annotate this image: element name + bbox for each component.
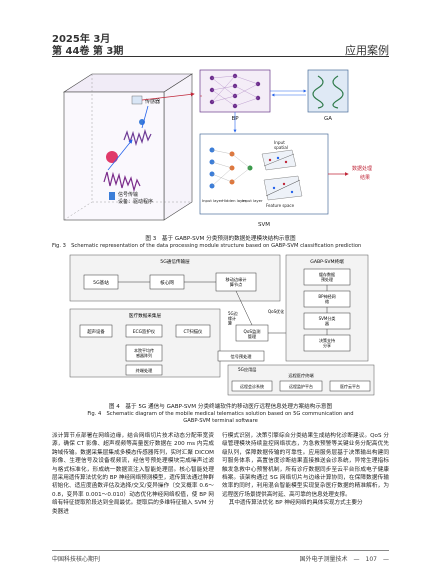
body-column-right: 行模式识别，决策引擎综合分类结果生成结构化诊断建议。QoS 分级管理模块持续监控… xyxy=(222,432,389,508)
ga-label: GA xyxy=(324,116,332,122)
qos-label: QoS监测管理 xyxy=(244,328,261,340)
device-icon xyxy=(109,192,115,200)
edge-label: 5G边缘计算 xyxy=(228,310,238,326)
input-layer-label: Input layer xyxy=(202,198,223,203)
figure-4-caption-en-1: Fig. 4 Schematic diagram of the mobile m… xyxy=(87,411,354,417)
input-layer-2-label: Input layer xyxy=(242,198,263,203)
cloud-platform-label: 医疗云平台 xyxy=(340,383,360,389)
transmitter-label: 传感器 xyxy=(145,98,160,105)
section-title: 应用案例 xyxy=(345,44,389,57)
footer-journal-tag: 中国科技核心期刊 xyxy=(52,556,101,563)
sensor-array-box xyxy=(125,344,163,362)
terminal-label: 终端处理 xyxy=(136,367,154,374)
signal-preproc-box xyxy=(217,350,265,362)
figure-4-caption-en-2: GABP-SVM terminal software xyxy=(183,418,258,424)
clinic-layer-label: 医疗数据采集层 xyxy=(129,312,162,319)
app-layer-label: 5G应用层 xyxy=(238,366,256,373)
transmitter-icon xyxy=(131,95,143,105)
signal-preproc-label: 信号预处理 xyxy=(231,353,253,360)
sensor-array-label: 本院平均传感器阵列 xyxy=(134,347,154,358)
body-column-left: 派计算节点部署在网络边缘，结合网络切片技术动态分配带宽资源，确保 CT 影像、超… xyxy=(52,432,214,516)
ct-box xyxy=(175,324,211,338)
station-label: 5G基站 xyxy=(93,279,109,286)
feature-space-label: Feature space xyxy=(266,203,295,208)
result-label-2: 结果 xyxy=(360,174,370,181)
qos-opt-label: QoS优化 xyxy=(268,308,284,314)
figure-3-caption-en: Fig. 3 Schematic representation of the d… xyxy=(52,243,362,249)
remote-consult-box xyxy=(231,380,273,392)
signal-label: 信号传输 xyxy=(118,191,138,198)
emergency-label: 远程监护平台 xyxy=(289,383,313,389)
body-paragraph-right-2: 其中遗传算法优化 BP 神经网络的具体实现方式主要分 xyxy=(228,500,363,507)
figure-4-caption-zh: 图 4 基于 5G 通信与 GABP-SVM 分类终端软件的移动医疗远程信息处理… xyxy=(108,404,333,410)
result-label: 数据处理 xyxy=(352,165,372,172)
signal-label-2: 设备：驱动程序 xyxy=(118,198,153,205)
svm-terminal-label: GABP-SVM终端 xyxy=(310,258,344,265)
core-label: 核心网 xyxy=(160,279,174,286)
figure-4-diagram: 5G通信传输层 5G基站 核心网 移动边缘计算节点 医疗数据采集层 超声设备 E… xyxy=(69,254,375,396)
input-spatial-plot xyxy=(261,149,297,171)
cloud-platform-box xyxy=(329,380,371,392)
feature-space-plot xyxy=(263,175,303,201)
header-rule xyxy=(52,56,389,57)
footer-page-info: 国外电子测量技术 — 107 — xyxy=(299,556,389,563)
body-paragraph-left: 派计算节点部署在网络边缘，结合网络切片技术动态分配带宽资源，确保 CT 影像、超… xyxy=(52,433,214,515)
sensor-cube xyxy=(62,73,194,221)
svm-label: SVM xyxy=(258,222,270,228)
app-terminal-label: 远程医疗终端 xyxy=(288,372,313,379)
bp-fusion-label: BP神经网络 xyxy=(318,293,335,304)
footer-rule xyxy=(52,550,389,551)
figure-3-caption-zh: 图 3 基于 GABP-SVM 分类预测的数据处理模块结构示意图 xyxy=(145,236,296,242)
svm-network xyxy=(209,147,253,189)
hidden-layer-label: Hidden layer xyxy=(222,198,247,203)
emergency-box xyxy=(279,380,323,392)
figure-3-diagram: 传感器 信号传输 设备：驱动程序 BP GA Input layer Hidde… xyxy=(62,69,372,228)
ultrasound-box xyxy=(79,324,113,338)
mobile-edge-label: 移动边缘计算节点 xyxy=(226,276,247,288)
ecg-box xyxy=(125,324,163,338)
ecg-label: ECG监护仪 xyxy=(133,328,156,335)
svm-classifier-label: SVM分类器 xyxy=(319,315,336,326)
body-paragraph-right: 行模式识别，决策引擎综合分类结果生成结构化诊断建议。QoS 分级管理模块持续监控… xyxy=(222,433,389,498)
terminal-box xyxy=(125,364,163,376)
layer-5g-label: 5G通信传输层 xyxy=(160,258,190,265)
remote-consult-label: 远程会诊系统 xyxy=(240,383,264,389)
issue-date: 2025年 3月 xyxy=(52,34,111,45)
decision-label: 决策支持分享 xyxy=(319,337,335,348)
ultrasound-label: 超声设备 xyxy=(87,328,105,335)
svm-box xyxy=(199,133,329,215)
ct-label: CT扫描仪 xyxy=(184,328,204,335)
issue-volume: 第 44卷 第 3期 xyxy=(52,46,124,57)
cache-label: 缓存数据预处理 xyxy=(319,271,335,282)
bp-label: BP xyxy=(231,116,239,122)
